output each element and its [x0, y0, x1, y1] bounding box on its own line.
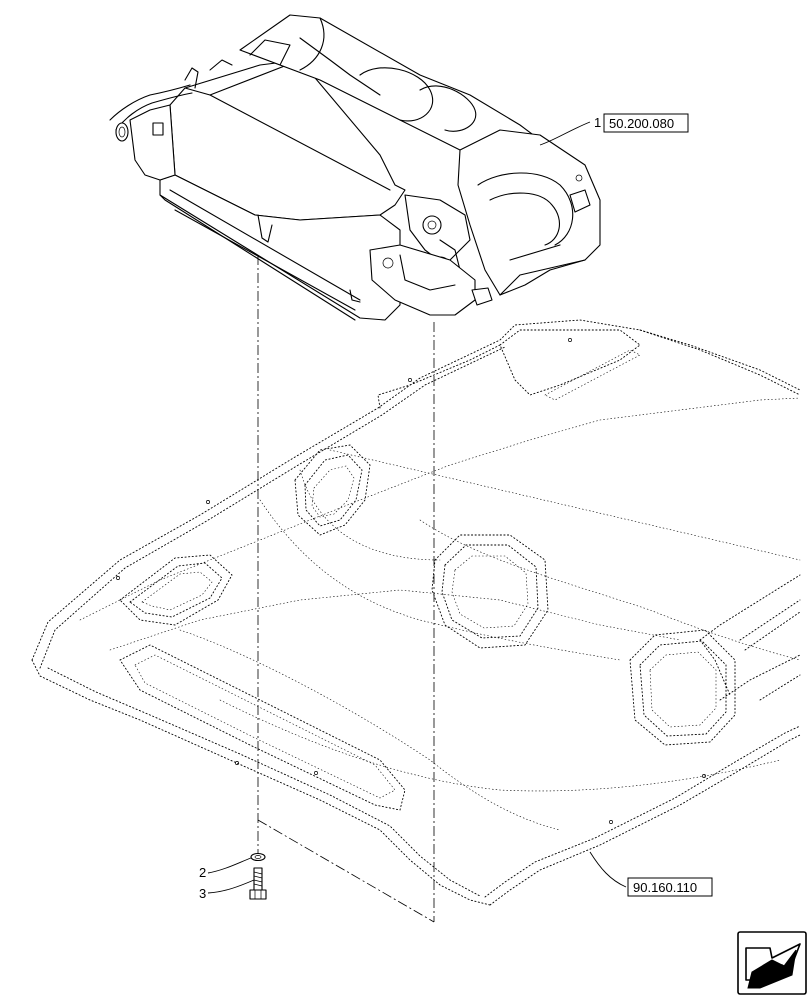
arrow-navigation-icon[interactable]	[737, 931, 807, 995]
reference-box-1	[603, 113, 689, 133]
callout-number-2: 2	[199, 865, 206, 880]
callout-1: 1 50.200.080	[539, 113, 689, 146]
callout-3: 3	[199, 879, 255, 901]
callout-number-3: 3	[199, 886, 206, 901]
callout-number-1: 1	[594, 115, 601, 130]
assembly-center-lines	[257, 255, 435, 923]
reference-label-headliner[interactable]: 90.160.110	[633, 880, 697, 895]
headliner-panel	[31, 319, 801, 906]
callout-headliner: 90.160.110	[589, 851, 713, 897]
bolt	[249, 867, 267, 900]
reference-label-hvac[interactable]: 50.200.080	[609, 116, 674, 131]
callout-2: 2	[199, 857, 252, 880]
hvac-unit	[109, 14, 601, 321]
reference-box-headliner	[627, 877, 713, 897]
hardware	[249, 852, 267, 900]
washer	[250, 852, 266, 862]
